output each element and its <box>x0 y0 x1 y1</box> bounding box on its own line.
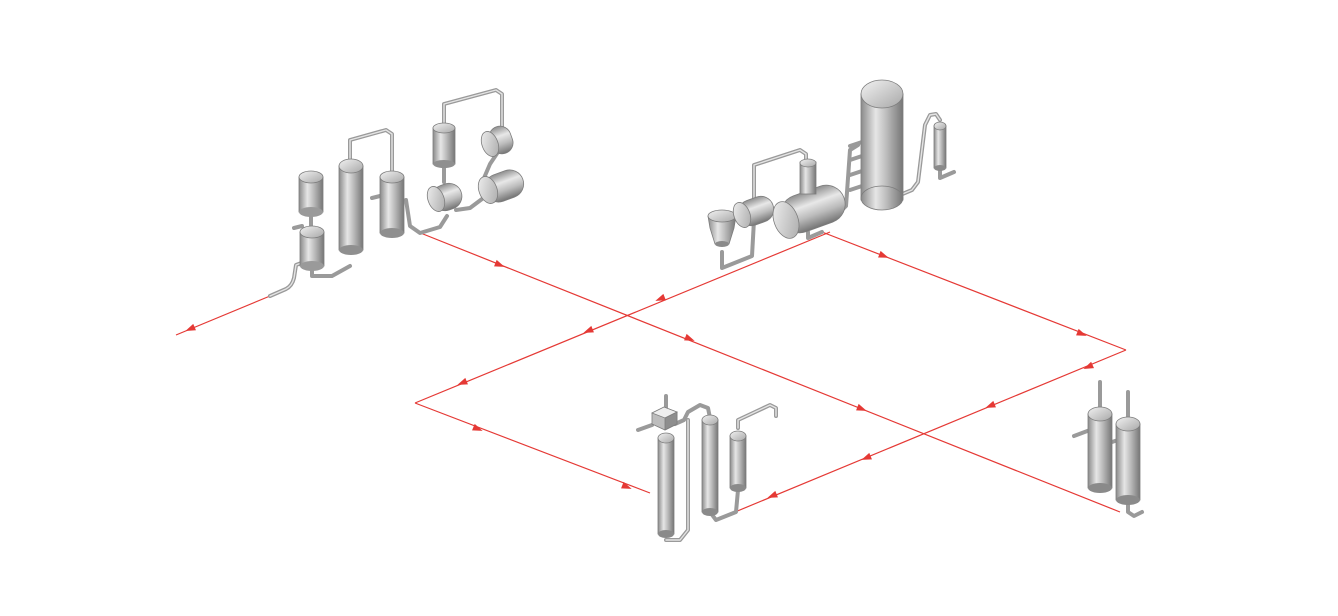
pipe-inlet-highlight <box>269 261 305 297</box>
flow-arrow <box>457 377 468 385</box>
drum-lower-left <box>426 182 463 212</box>
flow-line-top-to-left <box>414 231 831 404</box>
right-column-group <box>1072 380 1144 518</box>
pipe-right-hook <box>736 403 778 430</box>
flow-arrow <box>856 403 867 411</box>
pipe-right-hook-highlight <box>737 404 777 429</box>
pipe-column-loop-highlight <box>899 113 941 196</box>
flow-line-left-to-bottom <box>414 402 651 494</box>
pipe-side-stub-2 <box>292 224 304 230</box>
drum-lower-right <box>477 169 525 204</box>
flow-arrow <box>861 452 872 460</box>
flow-line-left-diagonal <box>417 231 1121 513</box>
pipe-inlet <box>268 260 306 298</box>
horizontal-tank <box>772 158 846 239</box>
conical-vessel <box>707 209 737 247</box>
flow-arrow <box>185 323 196 331</box>
pipe-cluster-loop-highlight <box>443 89 503 131</box>
flow-arrows <box>185 250 1100 498</box>
flow-line-top-to-right <box>821 231 1127 351</box>
pipe-column-outlet <box>1126 498 1144 518</box>
pipe-to-cluster <box>404 198 449 235</box>
flow-lines <box>175 231 1127 513</box>
pipe-valve-stub <box>636 394 668 432</box>
small-exchanger <box>729 430 747 492</box>
small-horizontal-drum <box>732 195 775 228</box>
column-rear <box>1087 406 1113 493</box>
middle-exchanger <box>701 414 719 516</box>
vertical-drum-lower <box>299 214 325 271</box>
flow-arrow <box>583 325 594 333</box>
bottom-center-group <box>636 394 778 542</box>
flow-arrow <box>1083 361 1094 370</box>
vertical-drum-upper <box>298 170 324 217</box>
pipe-side-stub-1 <box>370 194 382 200</box>
flow-arrow <box>621 481 632 489</box>
pipe-u-loop-highlight <box>665 419 689 541</box>
pipe-column-overhead-highlight <box>349 129 393 176</box>
flow-arrow <box>472 423 483 431</box>
flow-arrow <box>767 490 778 498</box>
valve-box <box>651 406 678 431</box>
flow-line-right-to-bottom <box>734 349 1127 513</box>
pipe-cluster-cross <box>454 194 488 212</box>
flow-arrow <box>878 250 889 258</box>
left-drum-cluster <box>426 88 525 212</box>
tall-exchanger <box>657 432 675 538</box>
column-front <box>1115 416 1141 505</box>
pipe-tank-nozzles <box>848 140 864 192</box>
drum-upper-right <box>480 125 514 157</box>
pipe-tank-bottom <box>806 230 824 240</box>
flow-arrow <box>655 293 666 301</box>
drum-upper-left <box>432 122 456 168</box>
tall-column <box>338 158 364 255</box>
short-column <box>379 170 405 238</box>
flow-arrow <box>684 333 695 341</box>
pipe-conical-outlet <box>720 218 756 270</box>
upper-right-group <box>707 79 956 270</box>
pipe-exchanger-outlet <box>708 488 740 522</box>
flow-arrow <box>1076 328 1087 336</box>
flow-arrow <box>985 400 996 408</box>
small-column <box>933 121 947 171</box>
left-vessel-group <box>268 128 449 298</box>
flow-arrow <box>494 259 505 267</box>
large-vertical-tank <box>860 79 904 211</box>
